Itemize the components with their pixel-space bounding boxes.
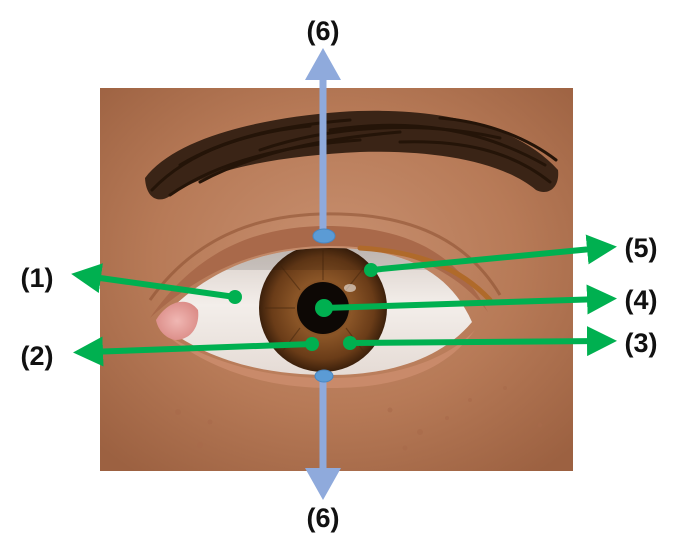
axis-marker-bottom	[315, 370, 333, 382]
label-2: (2)	[21, 341, 54, 371]
label-6-top: (6)	[307, 16, 340, 46]
label-5: (5)	[625, 233, 658, 263]
label-3: (3)	[625, 328, 658, 358]
axis-marker-top	[313, 229, 335, 243]
eye-highlight	[344, 284, 356, 292]
label-6-bottom: (6)	[307, 503, 340, 533]
label-1: (1)	[21, 263, 54, 293]
label-4: (4)	[625, 285, 658, 315]
